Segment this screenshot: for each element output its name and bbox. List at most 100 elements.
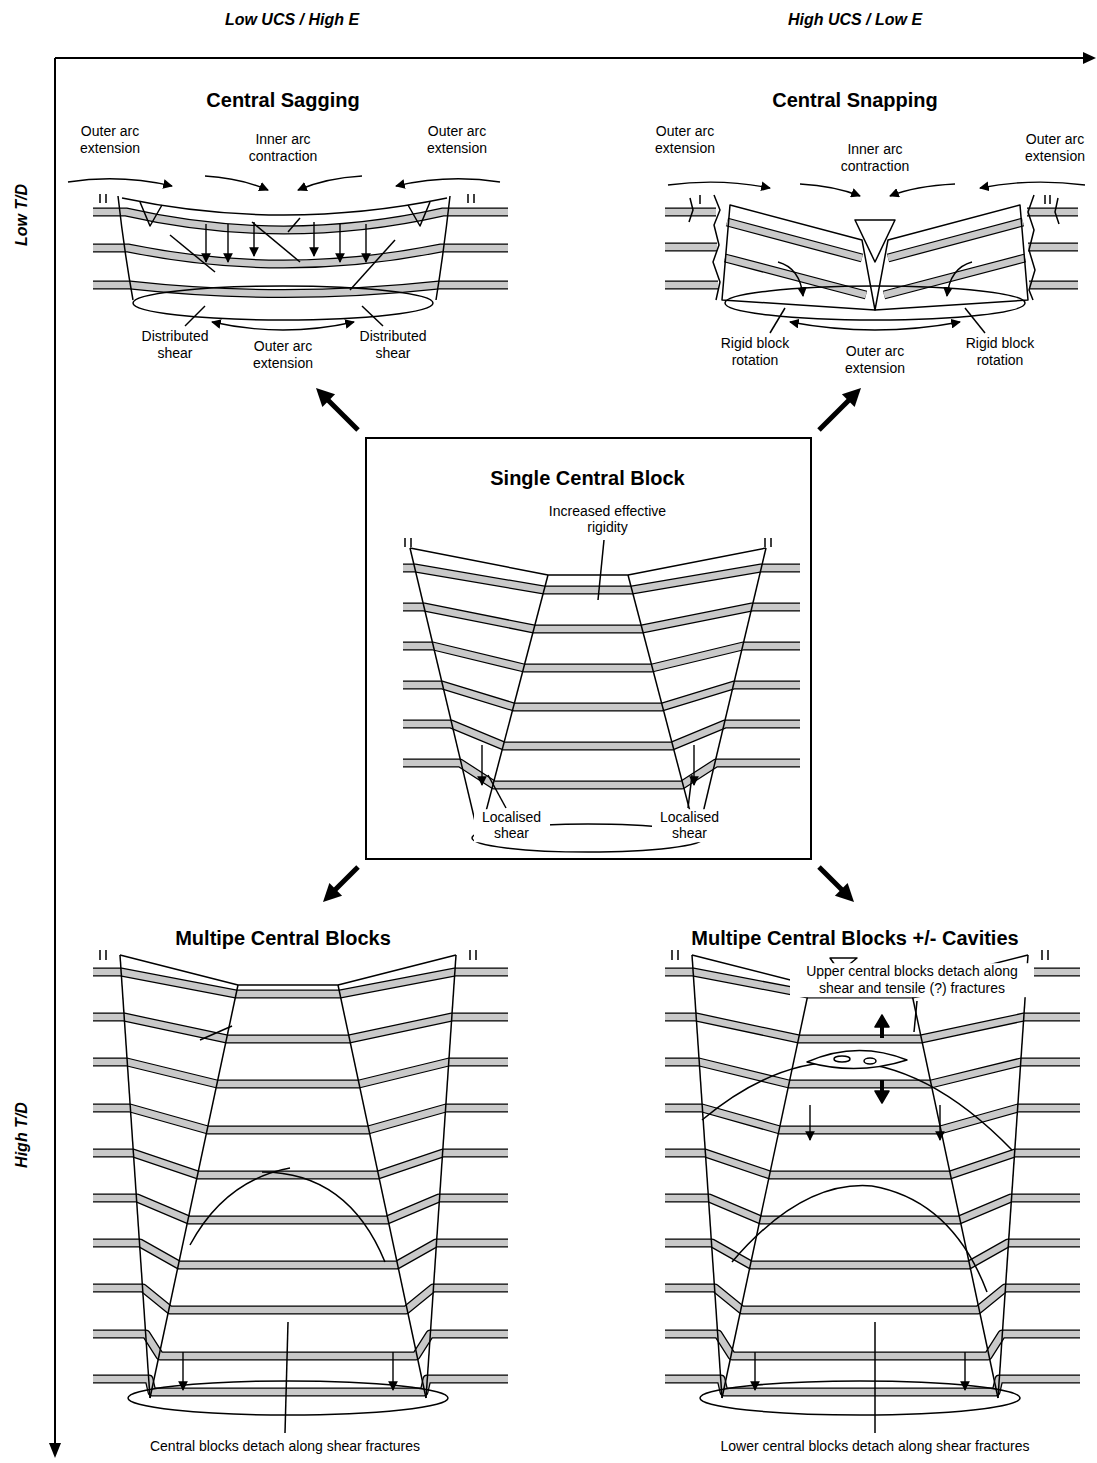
cavities-sketch-part-part bbox=[834, 1056, 850, 1062]
snapping-sketch-part bbox=[1028, 195, 1035, 300]
cavities-sketch-part-part bbox=[875, 1091, 889, 1103]
rock-strata-part bbox=[93, 212, 1078, 785]
sagging-sketch-part bbox=[140, 202, 162, 226]
sagging-sketch-part-part bbox=[396, 179, 500, 186]
sagging-sketch-part-part bbox=[298, 176, 362, 190]
arrow-head bbox=[835, 883, 854, 902]
single-block-sketch-part bbox=[410, 548, 766, 575]
arrow-shaft bbox=[819, 867, 844, 892]
annotation: Inner arc contraction bbox=[239, 131, 327, 165]
arrow-connector bbox=[323, 867, 358, 902]
snapping-sketch-part bbox=[1055, 198, 1059, 224]
annotation: Central blocks detach along shear fractu… bbox=[148, 1438, 422, 1455]
sagging-sketch-part bbox=[350, 240, 395, 290]
annotation: Outer arc extension bbox=[244, 338, 322, 372]
arrow-connector bbox=[819, 388, 861, 430]
snapping-sketch-part-part bbox=[890, 184, 955, 196]
annotation: Localised shear bbox=[474, 809, 550, 843]
sagging-sketch-part bbox=[133, 286, 433, 320]
annotation: Inner arc contraction bbox=[831, 141, 919, 175]
axis-label-vertical: Low T/D bbox=[12, 184, 31, 246]
cavities-sketch-part-part bbox=[874, 1322, 876, 1433]
panel-region: Multipe Central Blocks +/- CavitiesUpper… bbox=[590, 905, 1092, 1460]
axis-label: Low UCS / High E bbox=[225, 10, 359, 29]
rock-strata bbox=[93, 212, 1080, 1392]
cavities-sketch-part bbox=[702, 958, 1012, 1433]
arrow-shaft bbox=[333, 867, 358, 892]
cavities-sketch-part-part bbox=[810, 1105, 940, 1140]
cavities-sketch-part-part bbox=[880, 1026, 884, 1092]
panel-title: Central Snapping bbox=[772, 88, 938, 112]
single-block-sketch-part bbox=[628, 575, 697, 838]
snapping-sketch-part bbox=[689, 198, 693, 222]
multiple-blocks-sketch-part bbox=[190, 1168, 290, 1245]
annotation: Upper central blocks detach along shear … bbox=[790, 963, 1034, 997]
annotation: Distributed shear bbox=[133, 328, 217, 362]
sagging-sketch-part-part bbox=[205, 224, 206, 262]
axes-part bbox=[49, 1443, 61, 1458]
arrow-shaft bbox=[819, 398, 851, 430]
sagging-sketch-part-part bbox=[205, 176, 268, 190]
rock-strata-part bbox=[93, 972, 508, 1392]
cavities-sketch-part-part bbox=[875, 1015, 889, 1027]
sagging-sketch-part-part bbox=[227, 224, 228, 262]
single-block-sketch-part bbox=[482, 745, 694, 785]
sagging-sketch-part bbox=[436, 196, 450, 300]
rock-strata-part bbox=[93, 972, 508, 1392]
panel-region: Central SnappingOuter arc extensionInner… bbox=[590, 80, 1092, 385]
axes-part bbox=[1083, 52, 1096, 64]
sagging-sketch-part bbox=[68, 176, 500, 262]
snapping-sketch-part bbox=[668, 182, 1085, 296]
arrow-connector bbox=[819, 867, 854, 902]
annotation: Distributed shear bbox=[351, 328, 435, 362]
annotation: Localised shear bbox=[652, 809, 728, 843]
arrow-connector bbox=[316, 388, 358, 430]
single-block-sketch-part bbox=[479, 575, 548, 838]
axis-label-vertical: High T/D bbox=[12, 1102, 31, 1168]
snapping-sketch-part bbox=[713, 195, 720, 300]
annotation: Outer arc extension bbox=[418, 123, 496, 157]
annotation: Outer arc extension bbox=[646, 123, 724, 157]
cavities-sketch-part-part bbox=[872, 1186, 987, 1292]
rock-strata-part bbox=[93, 212, 1078, 785]
panel-title: Multipe Central Blocks bbox=[175, 926, 391, 950]
cavities-sketch-part-part bbox=[914, 1001, 917, 1032]
snapping-sketch-part bbox=[965, 308, 985, 333]
cavities-sketch-part-part-part bbox=[809, 1105, 810, 1140]
axis-label: High UCS / Low E bbox=[788, 10, 922, 29]
single-block-sketch-part bbox=[410, 548, 479, 838]
snapping-sketch bbox=[668, 182, 1085, 333]
snapping-sketch-part bbox=[770, 308, 785, 333]
cavities-sketch-part-part bbox=[702, 1062, 1012, 1150]
arrow-head bbox=[323, 883, 342, 902]
panel-region: Multipe Central BlocksCentral blocks det… bbox=[60, 905, 530, 1460]
arrow-head bbox=[842, 388, 861, 407]
sagging-sketch-part-part bbox=[253, 222, 254, 256]
snapping-sketch-part-part bbox=[778, 262, 803, 296]
sagging-sketch-part-part bbox=[339, 224, 340, 262]
rock-strata-part bbox=[665, 972, 1080, 1392]
sagging-sketch-part-part bbox=[313, 222, 314, 256]
annotation: Rigid block rotation bbox=[713, 335, 797, 369]
single-block-sketch-part bbox=[697, 548, 766, 838]
sagging-sketch-part-part bbox=[365, 224, 366, 262]
arrow-head bbox=[316, 388, 335, 407]
snapping-sketch-part-part bbox=[947, 262, 972, 296]
single-block-sketch-part-part bbox=[693, 745, 694, 785]
sagging-sketch-part bbox=[185, 306, 205, 326]
multiple-blocks-sketch bbox=[100, 950, 476, 1433]
sagging-sketch-part bbox=[170, 235, 215, 272]
axes-part bbox=[55, 58, 1085, 1445]
snapping-sketch-part bbox=[855, 220, 895, 262]
sagging-sketch-part-part bbox=[68, 179, 172, 186]
sagging-sketch-part bbox=[100, 194, 474, 203]
sagging-sketch-part bbox=[408, 202, 430, 226]
panel-title: Single Central Block bbox=[490, 466, 685, 490]
single-block-sketch-part bbox=[598, 540, 604, 600]
sagging-sketch-part bbox=[288, 218, 300, 232]
panel-title: Multipe Central Blocks +/- Cavities bbox=[691, 926, 1018, 950]
single-block-sketch-part-part bbox=[481, 745, 482, 785]
multiple-blocks-sketch-part bbox=[285, 1322, 288, 1433]
annotation: Increased effective rigidity bbox=[536, 503, 680, 537]
